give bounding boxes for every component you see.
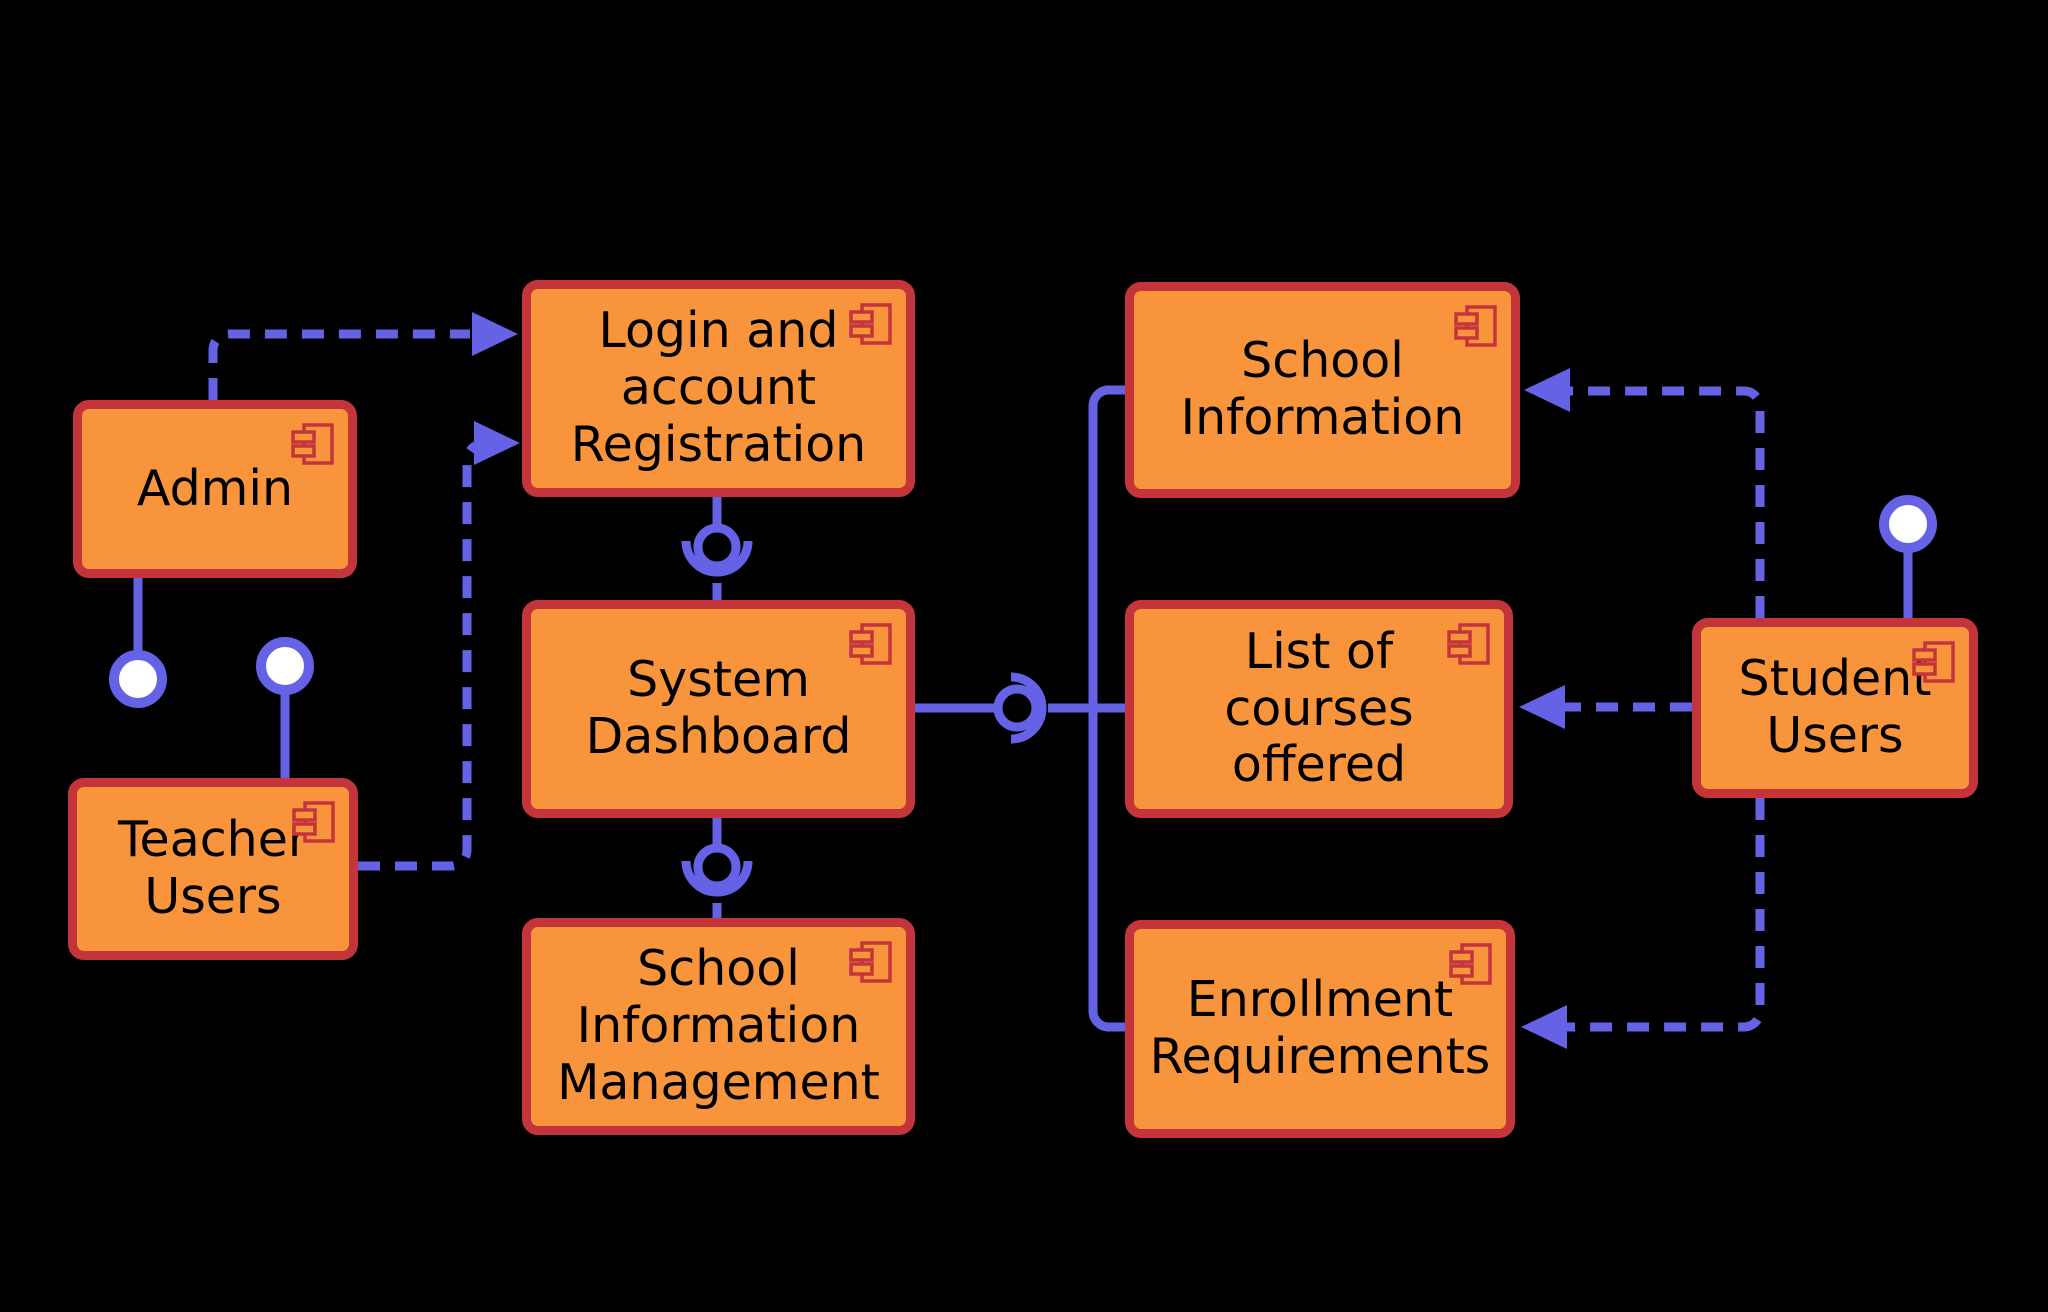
component-school-information-management: School Information Management: [522, 918, 915, 1135]
socket-interface-dashboard-sim: [681, 860, 753, 897]
ball-interface-dashboard-right: [993, 684, 1041, 732]
component-icon: [1454, 305, 1497, 347]
edge-student-to-enrollment: [1565, 798, 1765, 1032]
ball-interface-login-dashboard: [693, 523, 741, 571]
arrowhead-student-to-schoolinfo: [1524, 368, 1570, 412]
edge-teacher-to-login: [358, 439, 484, 871]
component-label: List of courses offered: [1224, 622, 1414, 794]
component-label: System Dashboard: [585, 651, 852, 765]
lollipop-teacher: [256, 637, 314, 695]
edge-student-to-schoolinfo: [1566, 386, 1765, 618]
component-admin: Admin: [73, 400, 357, 578]
component-label: School Information: [1180, 332, 1465, 446]
component-icon: [849, 623, 892, 665]
component-label: School Information Management: [557, 940, 880, 1111]
component-icon: [1447, 623, 1490, 665]
component-icon: [291, 423, 334, 465]
component-label: Student Users: [1738, 650, 1932, 764]
component-icon: [849, 303, 892, 345]
component-icon: [849, 941, 892, 983]
component-icon: [1449, 943, 1492, 985]
component-label: Login and account Registration: [570, 302, 867, 473]
component-icon: [292, 801, 335, 843]
component-label: Teacher Users: [117, 811, 309, 925]
component-label: Enrollment Requirements: [1149, 971, 1491, 1085]
component-enrollment-requirements: Enrollment Requirements: [1125, 920, 1515, 1138]
arrowhead-admin-to-login: [472, 312, 518, 356]
socket-interface-login-dashboard: [681, 540, 753, 577]
arrowhead-student-to-enrollment: [1521, 1005, 1567, 1049]
component-teacher-users: Teacher Users: [68, 778, 358, 960]
edge-admin-to-login: [208, 329, 470, 400]
lollipop-admin: [109, 650, 167, 708]
component-login-registration: Login and account Registration: [522, 280, 915, 497]
component-icon: [1912, 641, 1955, 683]
socket-interface-dashboard-right: [1010, 672, 1047, 744]
lollipop-student: [1879, 495, 1937, 553]
component-system-dashboard: System Dashboard: [522, 600, 915, 818]
component-list-of-courses: List of courses offered: [1125, 600, 1513, 818]
component-student-users: Student Users: [1692, 618, 1978, 798]
arrowhead-student-to-courses: [1519, 685, 1565, 729]
component-label: Admin: [136, 459, 294, 517]
ball-interface-dashboard-sim: [693, 843, 741, 891]
component-school-information: School Information: [1125, 282, 1520, 498]
arrowhead-teacher-to-login: [474, 421, 520, 465]
